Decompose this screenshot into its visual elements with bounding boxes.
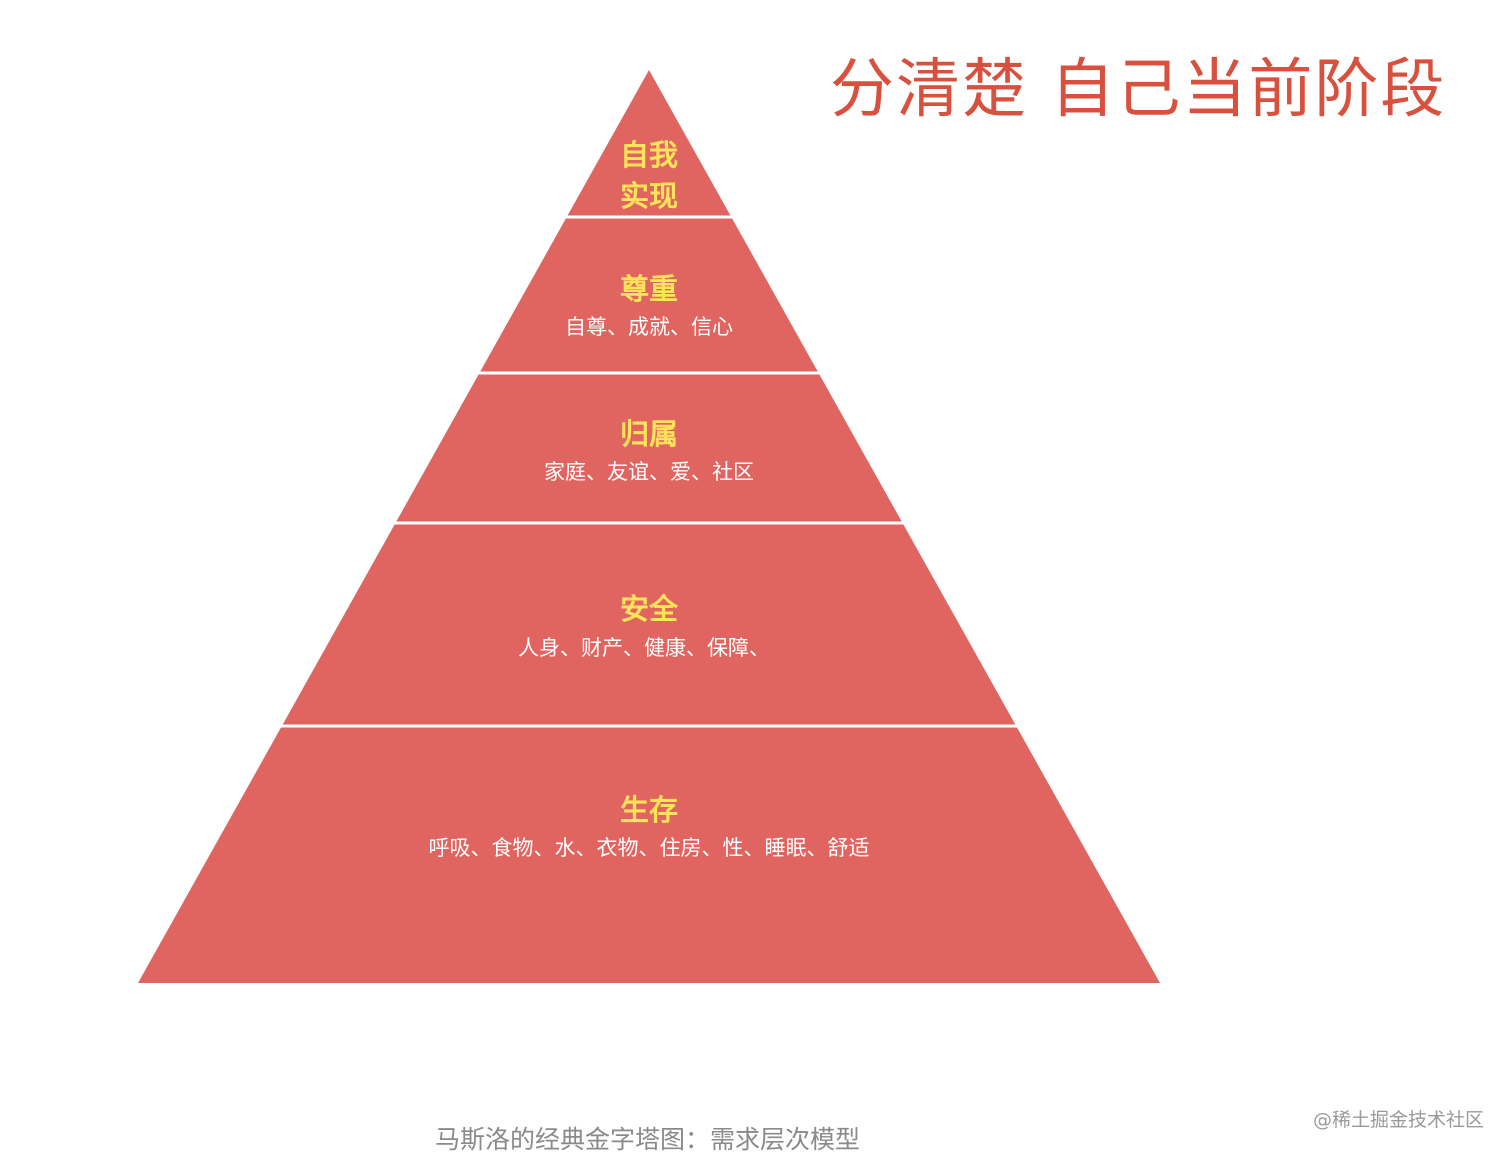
watermark: @稀土掘金技术社区 [1312, 1109, 1484, 1131]
tier-belonging-title: 归属 [620, 417, 678, 451]
tier-safety-title: 安全 [620, 592, 679, 626]
tier-esteem-subtitle: 自尊、成就、信心 [565, 315, 733, 339]
tier-belonging-subtitle: 家庭、友谊、爱、社区 [544, 460, 754, 484]
tier-safety-subtitle: 人身、财产、健康、保障、 [518, 636, 770, 660]
tier-survival-title: 生存 [620, 793, 678, 827]
diagram-caption: 马斯洛的经典金字塔图：需求层次模型 [434, 1125, 860, 1154]
tier-self-actualization-title-line2: 实现 [620, 179, 678, 213]
tier-survival-subtitle: 呼吸、食物、水、衣物、住房、性、睡眠、舒适 [429, 836, 870, 860]
slide-title: 分清楚 自己当前阶段 [830, 53, 1447, 127]
tier-esteem-title: 尊重 [620, 272, 678, 306]
pyramid-shape [138, 70, 1160, 983]
tier-self-actualization-title: 自我 [620, 138, 678, 172]
